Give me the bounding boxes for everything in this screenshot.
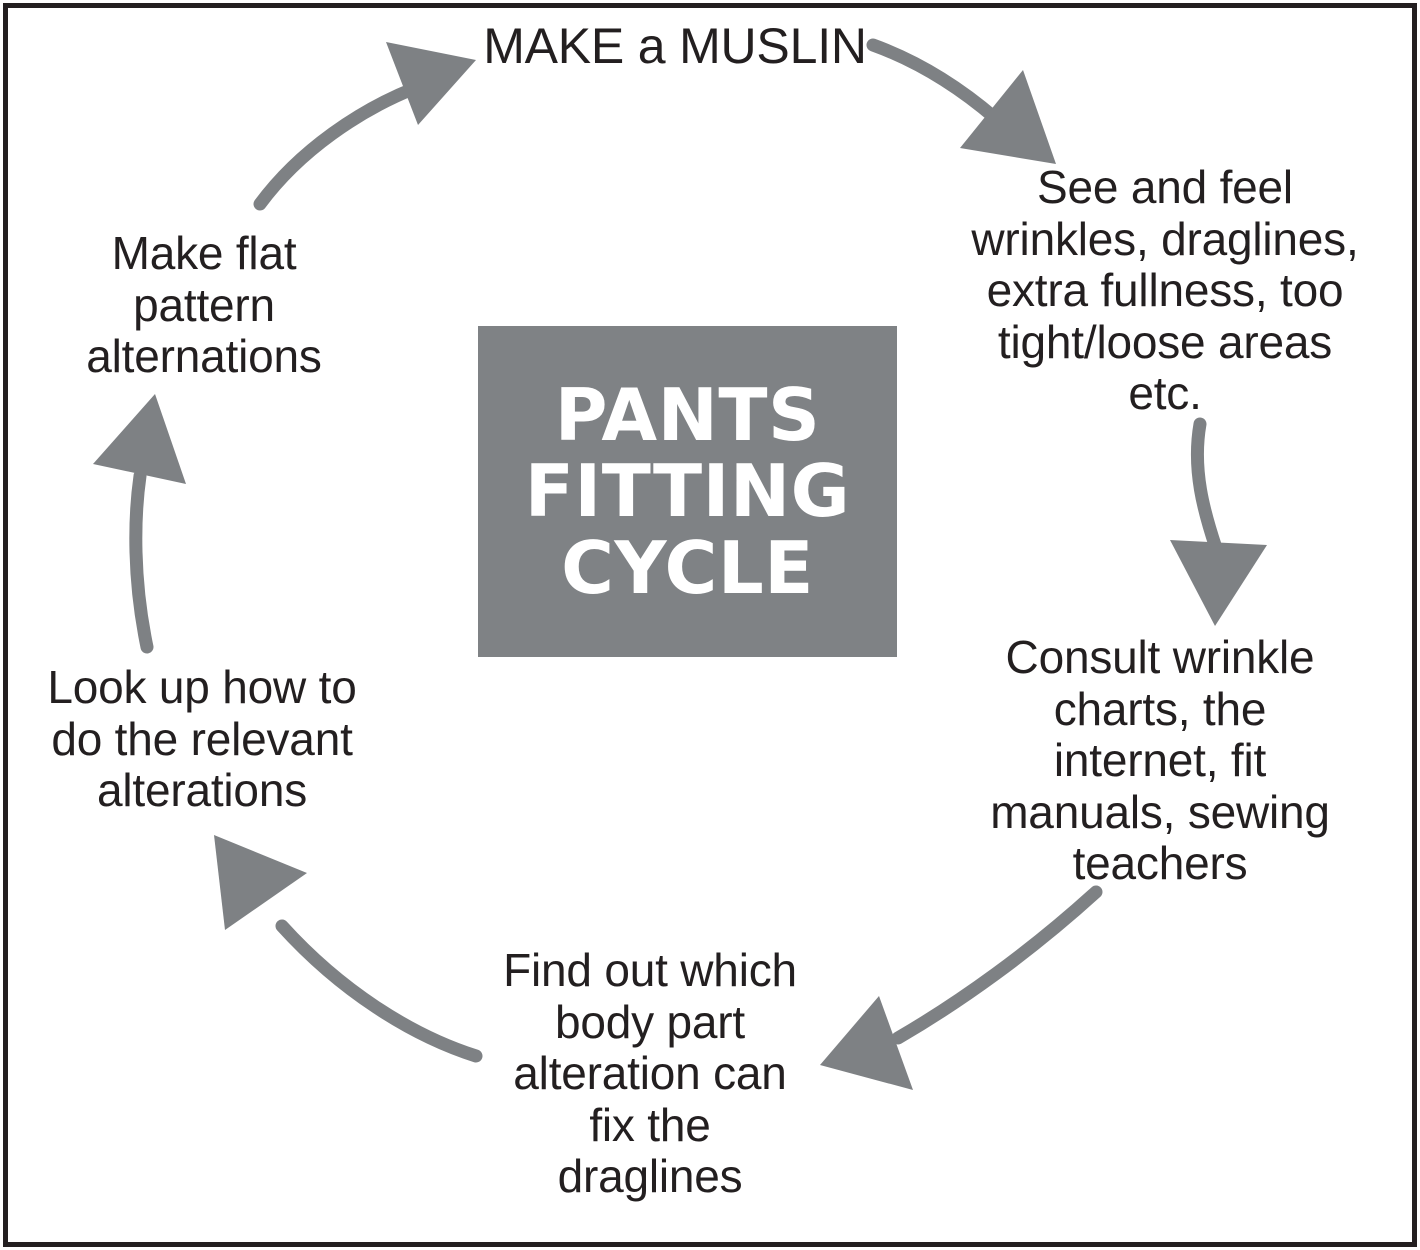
node-make-a-muslin: MAKE a MUSLIN	[483, 18, 867, 74]
arrow-make-muslin-to-see-feel	[866, 38, 1056, 164]
arrow-look-up-to-make-flat	[93, 394, 186, 654]
arrow-see-feel-to-consult	[1170, 417, 1267, 626]
node-make-flat-pattern: Make flat pattern alternations	[86, 227, 322, 383]
arrow-consult-to-find-out	[820, 885, 1103, 1090]
center-title-box: PANTS FITTING CYCLE	[478, 326, 897, 657]
node-find-out-which-body-part: Find out which body part alteration can …	[503, 944, 797, 1203]
arrow-make-flat-to-make-muslin	[253, 42, 476, 211]
center-title-text: PANTS FITTING CYCLE	[524, 373, 851, 610]
node-look-up-how-to: Look up how to do the relevant alteratio…	[47, 661, 357, 817]
node-see-and-feel: See and feel wrinkles, draglines, extra …	[971, 161, 1359, 420]
node-consult-wrinkle-charts: Consult wrinkle charts, the internet, fi…	[990, 631, 1330, 890]
arrow-find-out-to-look-up	[214, 835, 483, 1063]
